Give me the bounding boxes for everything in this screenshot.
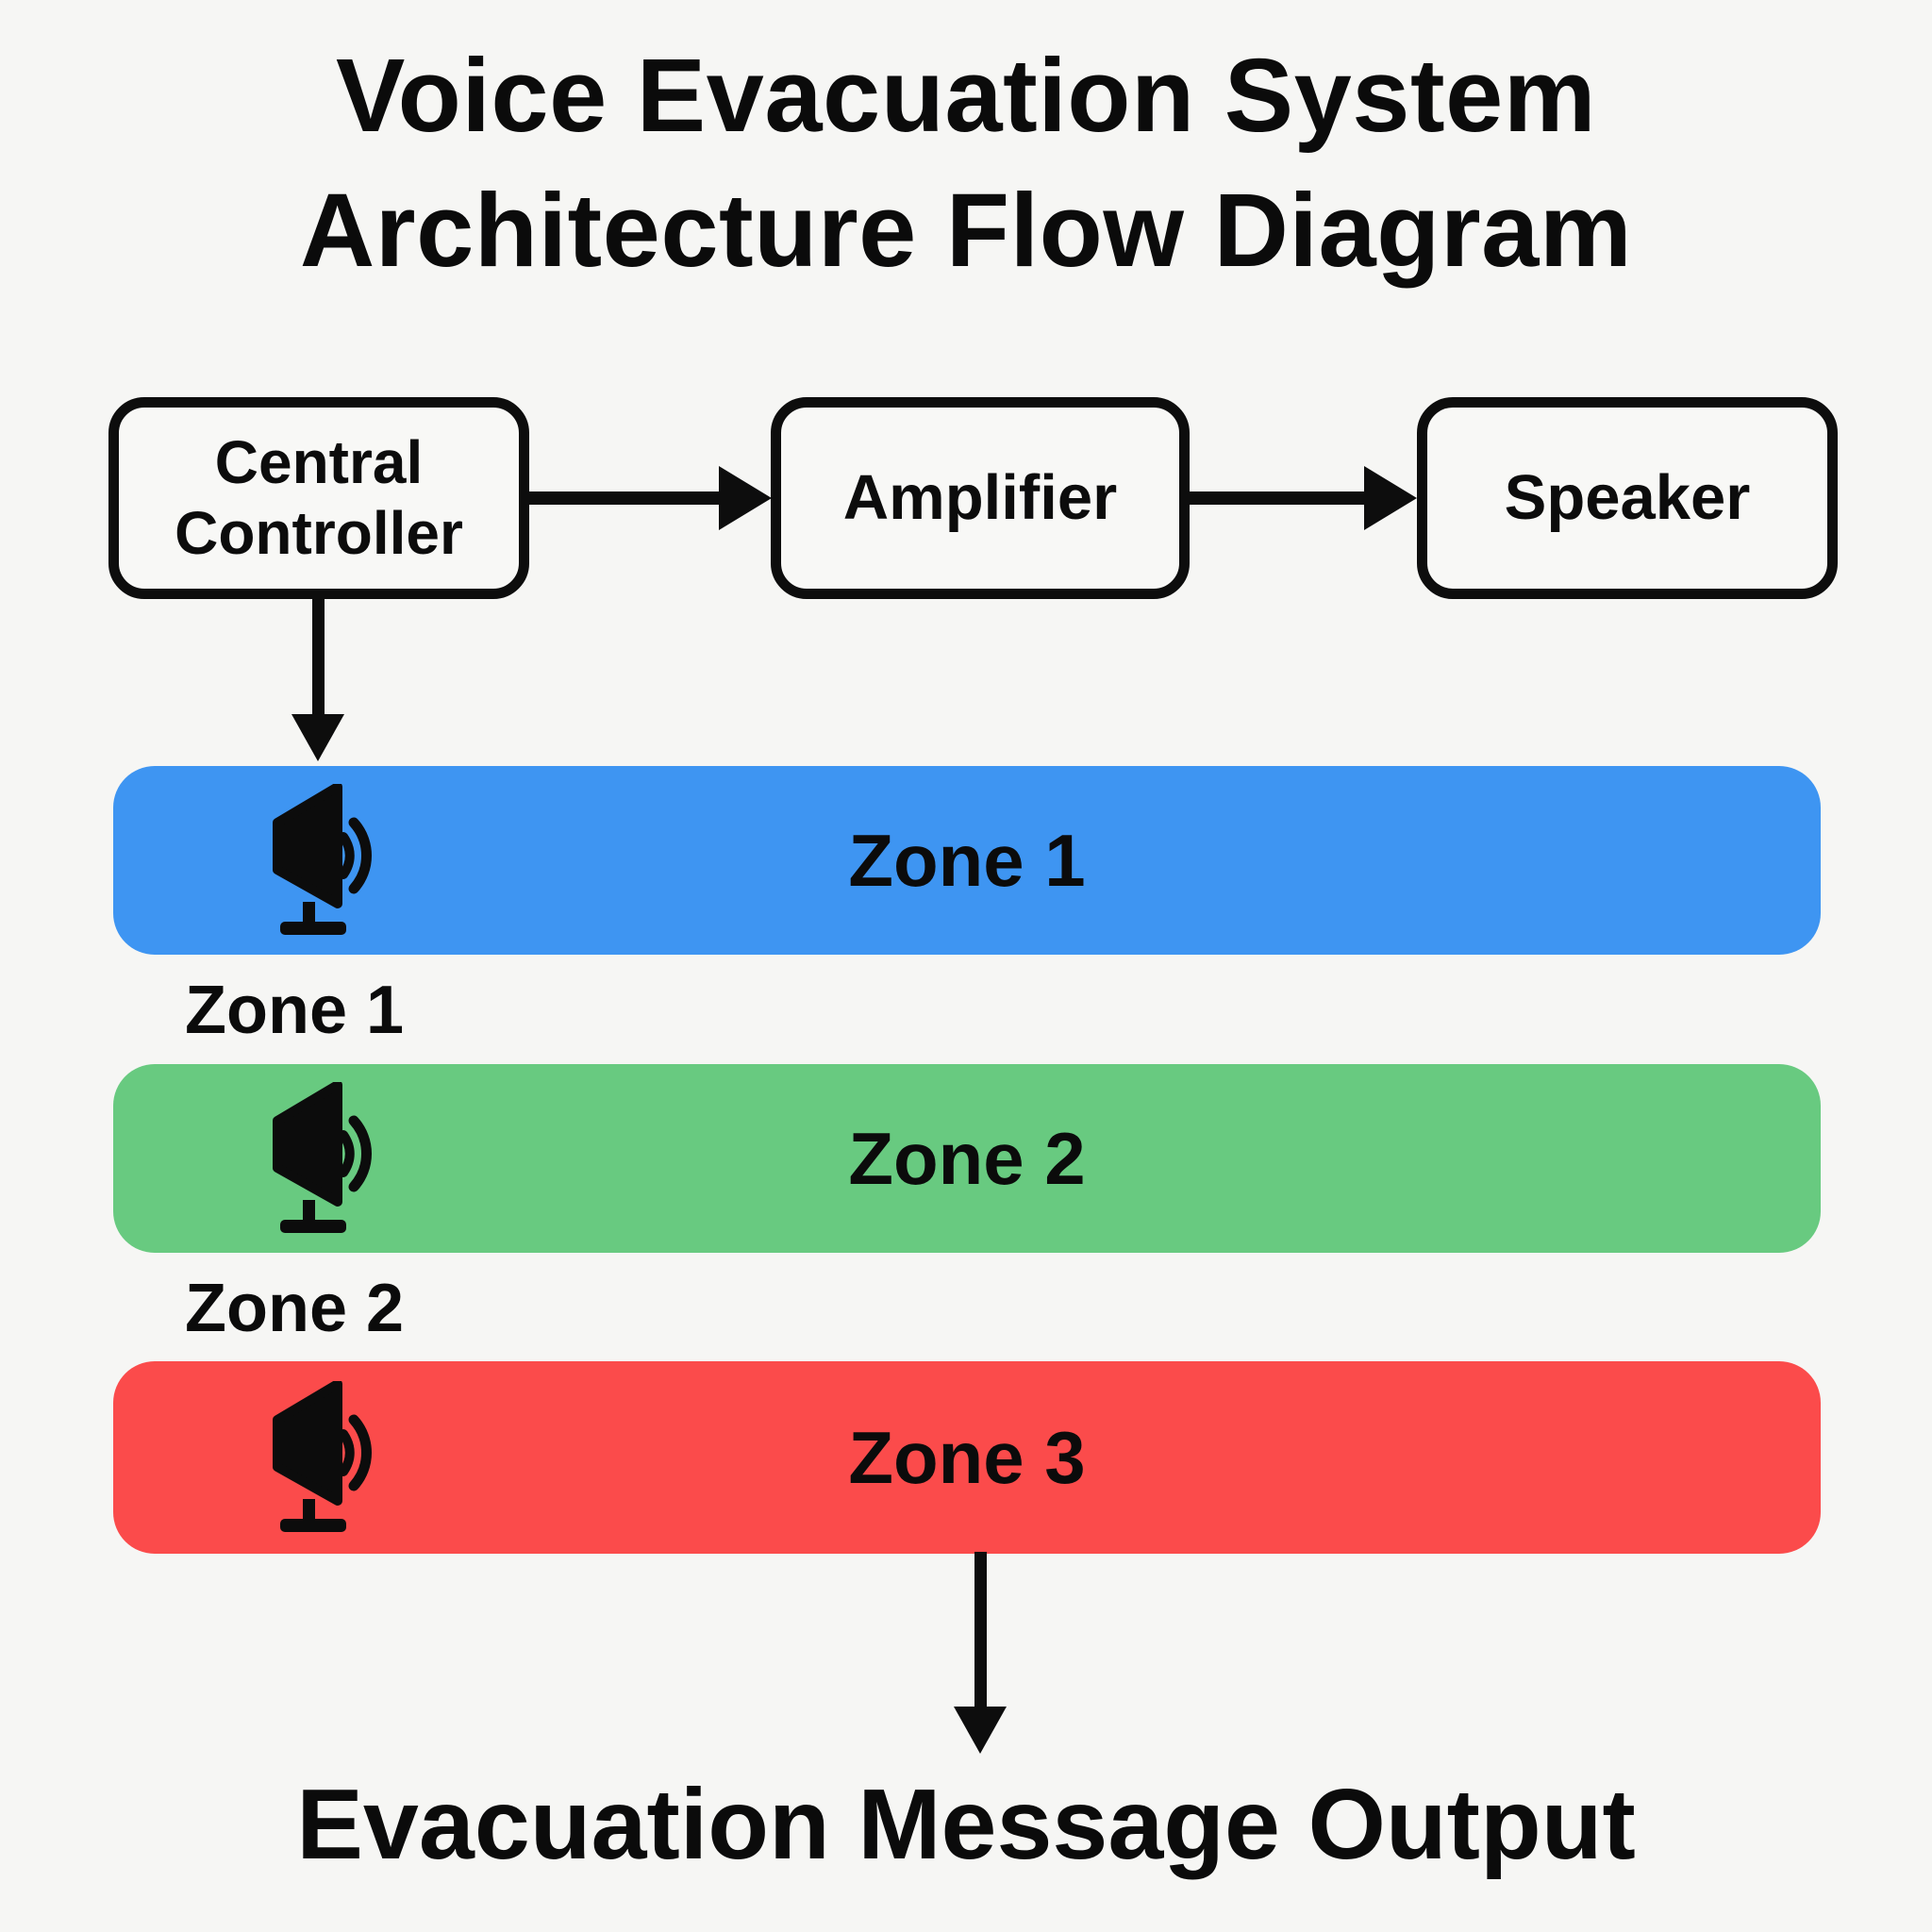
loudspeaker-icon <box>273 1082 372 1233</box>
arrowhead-right-icon <box>1364 466 1417 530</box>
zone-2-bar: Zone 2 <box>113 1064 1821 1253</box>
zone-2-caption: Zone 2 <box>185 1271 405 1346</box>
arrow-zone3-to-output <box>974 1552 987 1708</box>
zone-1-caption: Zone 1 <box>185 973 405 1048</box>
arrowhead-down-icon <box>291 714 344 761</box>
evacuation-output-label: Evacuation Message Output <box>296 1769 1636 1880</box>
amplifier-box: Amplifier <box>771 397 1190 599</box>
arrow-controller-to-amplifier <box>525 491 722 505</box>
arrow-controller-to-zones <box>312 596 325 717</box>
speaker-label: Speaker <box>1504 461 1751 533</box>
zone-1-bar: Zone 1 <box>113 766 1821 955</box>
arrowhead-down-icon <box>954 1707 1007 1754</box>
loudspeaker-icon <box>273 784 372 935</box>
diagram-title-line1: Voice Evacuation System <box>335 38 1597 154</box>
central-controller-label: Central Controller <box>175 428 463 567</box>
arrowhead-right-icon <box>719 466 772 530</box>
central-controller-box: Central Controller <box>108 397 529 599</box>
diagram-title-line2: Architecture Flow Diagram <box>299 173 1633 289</box>
zone-1-bar-label: Zone 1 <box>848 818 1086 902</box>
diagram-title: Voice Evacuation System Architecture Flo… <box>0 28 1932 298</box>
amplifier-label: Amplifier <box>842 461 1118 533</box>
arrow-amplifier-to-speaker <box>1187 491 1364 505</box>
zone-3-bar-label: Zone 3 <box>848 1415 1086 1499</box>
zone-2-bar-label: Zone 2 <box>848 1116 1086 1200</box>
zone-3-bar: Zone 3 <box>113 1361 1821 1554</box>
speaker-box: Speaker <box>1417 397 1838 599</box>
loudspeaker-icon <box>273 1381 372 1532</box>
